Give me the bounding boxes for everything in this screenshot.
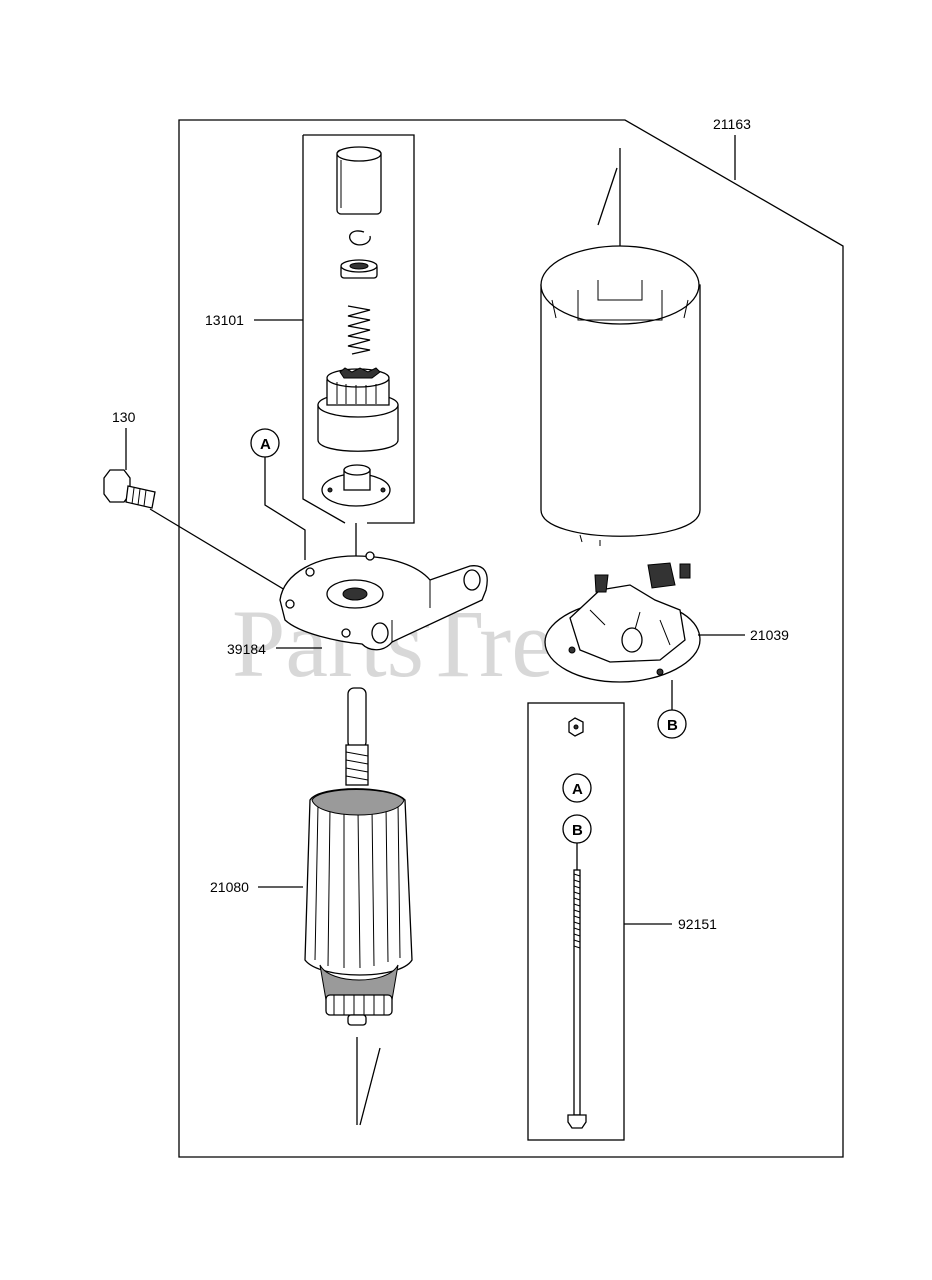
through-bolt-box: [527, 702, 625, 1141]
callout-b-lower[interactable]: B: [562, 814, 592, 844]
pinion-cap: [336, 146, 382, 215]
stop-collar: [340, 259, 378, 279]
pinion-gear: [317, 367, 399, 452]
svg-text:B: B: [572, 822, 583, 839]
leader-a-upper: [264, 457, 306, 560]
svg-text:A: A: [260, 436, 271, 453]
return-spring: [347, 305, 371, 355]
svg-text:A: A: [572, 781, 583, 798]
armature-axis-lines: [356, 1037, 381, 1126]
snap-ring: [349, 230, 371, 246]
armature: [304, 687, 413, 1026]
label-92151[interactable]: 92151: [678, 916, 717, 932]
pinion-kit-box: [302, 134, 415, 524]
flange-bolt: [103, 469, 156, 509]
callout-a-upper[interactable]: A: [250, 428, 280, 458]
svg-text:B: B: [667, 717, 678, 734]
label-39184[interactable]: 39184: [227, 641, 266, 657]
label-21039[interactable]: 21039: [750, 627, 789, 643]
label-21080[interactable]: 21080: [210, 879, 249, 895]
label-21163[interactable]: 21163: [713, 116, 751, 132]
label-13101[interactable]: 13101: [205, 312, 244, 328]
assembly-frame: [178, 119, 844, 1158]
yoke-housing: [540, 245, 701, 546]
brush-holder: [544, 562, 701, 683]
callout-b-upper[interactable]: B: [657, 709, 687, 739]
through-bolt: [567, 869, 587, 1129]
clutch-plate: [321, 464, 391, 507]
end-bracket: [279, 551, 488, 651]
hex-nut: [568, 717, 584, 737]
label-130[interactable]: 130: [112, 409, 136, 425]
callout-a-lower[interactable]: A: [562, 773, 592, 803]
